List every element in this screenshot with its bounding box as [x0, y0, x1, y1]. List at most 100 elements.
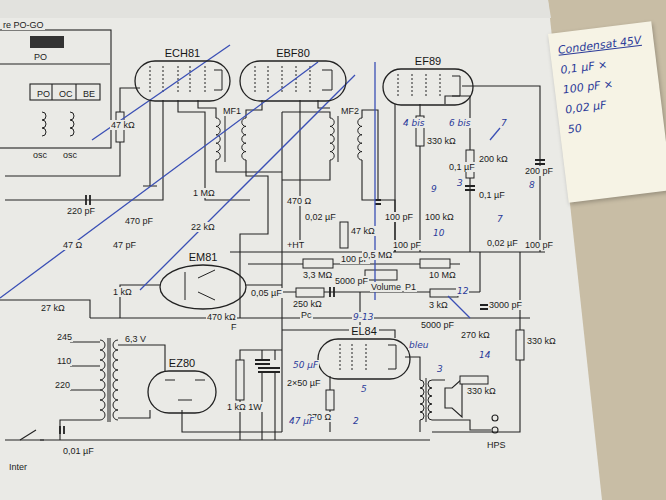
tube-name: ECH81	[163, 47, 202, 60]
wiring	[198, 100, 216, 118]
wiring	[419, 420, 420, 432]
tube-outline	[134, 60, 231, 102]
component-value: osc	[32, 150, 48, 160]
component-value: BE	[82, 89, 96, 99]
coil-symbol	[426, 378, 427, 422]
tube-outline	[135, 61, 230, 101]
component-value: 0,01 µF	[62, 446, 95, 456]
resistor-symbol	[303, 259, 333, 268]
component-value: 47 Ω	[62, 240, 83, 250]
wiring	[492, 415, 498, 421]
capacitor-symbol	[375, 200, 381, 204]
note-line: 0,1 µF ×	[557, 55, 610, 81]
tube-outline	[318, 339, 410, 379]
paper-sheet	[0, 0, 551, 18]
resistor-symbol	[116, 112, 524, 410]
note-line: Condensat 45V	[555, 30, 645, 61]
tube-outline	[159, 264, 247, 310]
resistor-symbol	[516, 330, 524, 360]
component-value: 100 pF	[524, 240, 554, 250]
component-value: 3 kΩ	[428, 300, 449, 310]
handwritten-note: 5	[360, 384, 368, 394]
component-value: 200 kΩ	[478, 154, 509, 164]
handwritten-note: 7	[500, 118, 508, 128]
coil-symbol	[428, 380, 432, 420]
wiring	[143, 100, 157, 186]
pen-stroke	[0, 62, 318, 298]
wiring	[0, 63, 110, 64]
component-value: 0,05 µF	[250, 288, 283, 298]
capacitor-symbol	[330, 287, 334, 297]
component-value: osc	[62, 150, 78, 160]
paper-sheet	[0, 0, 602, 500]
resistor-symbol	[365, 270, 397, 280]
tube-outline	[383, 69, 473, 105]
component-value: 47 pF	[112, 240, 137, 250]
pen-stroke	[448, 296, 470, 318]
handwritten-note: 9-13	[352, 312, 374, 322]
wiring	[281, 112, 282, 432]
component-value: 3000 pF	[488, 300, 523, 310]
tube-electrode	[214, 70, 222, 90]
tube-name: EBF80	[274, 47, 312, 60]
component-value: 330 kΩ	[526, 336, 557, 346]
tube-outline	[147, 370, 217, 414]
handwritten-note: 4 bis	[402, 118, 426, 128]
component-value: 3,3 MΩ	[302, 270, 333, 280]
component-value: 6,3 V	[124, 334, 147, 344]
handwritten-note: 9	[430, 184, 438, 194]
tube-electrode	[452, 76, 460, 96]
wiring	[282, 112, 330, 118]
component-value: 250 kΩ	[292, 299, 323, 309]
component-value: F	[230, 322, 238, 332]
handwritten-note: 3	[456, 178, 464, 188]
wiring	[5, 439, 430, 440]
component-value: 0,1 µF	[448, 162, 476, 172]
component-value: 1 MΩ	[192, 188, 216, 198]
wiring	[5, 88, 140, 176]
wiring	[245, 284, 282, 285]
resistor-symbol	[340, 222, 348, 248]
wiring	[216, 160, 282, 172]
handwritten-note: 50 µF	[292, 360, 319, 370]
component-value: 245	[56, 332, 73, 342]
resistor-symbol	[236, 360, 244, 400]
component-value: 5000 pF	[420, 320, 455, 330]
component-value: 110	[56, 356, 72, 366]
tube-envelope: EF89	[383, 55, 473, 106]
capacitor-symbol	[255, 360, 280, 372]
tube-envelope: EBF80	[240, 47, 346, 102]
tube-envelope: EZ80	[148, 357, 216, 414]
coil-symbol	[110, 338, 111, 422]
tube-outline	[160, 265, 246, 309]
component-value: 0,02 µF	[486, 238, 519, 248]
tube-electrode	[322, 70, 332, 90]
coil-symbol	[42, 112, 74, 136]
handwritten-note: 2	[352, 416, 360, 426]
resistor-symbol	[296, 288, 324, 297]
pen-stroke	[0, 45, 500, 318]
note-line: 50	[565, 118, 585, 140]
coil-symbol	[420, 380, 424, 420]
handwritten-note: 14	[478, 350, 491, 360]
handwritten-note: 7	[496, 214, 504, 224]
tube-outline	[240, 61, 346, 101]
handwritten-note: 47 µF	[288, 416, 315, 426]
wiring	[75, 84, 76, 100]
tube-electrode	[255, 66, 310, 94]
coil-symbol	[100, 340, 105, 420]
coil-symbol	[42, 112, 432, 422]
handwritten-note: 6 bis	[448, 118, 472, 128]
wiring	[479, 252, 480, 292]
paper-sheet	[0, 0, 602, 500]
capacitor-symbol	[535, 160, 545, 164]
note-line: 100 pF ×	[560, 74, 617, 100]
pen-stroke	[140, 75, 355, 290]
component-value: PO	[36, 89, 51, 99]
handwritten-note: 3	[436, 364, 444, 374]
component-value: re PO-GO	[2, 20, 45, 30]
tube-name: EL84	[349, 325, 379, 338]
coil-symbol	[338, 116, 339, 162]
wiring	[299, 100, 300, 250]
handwritten-note: 8	[528, 180, 536, 190]
